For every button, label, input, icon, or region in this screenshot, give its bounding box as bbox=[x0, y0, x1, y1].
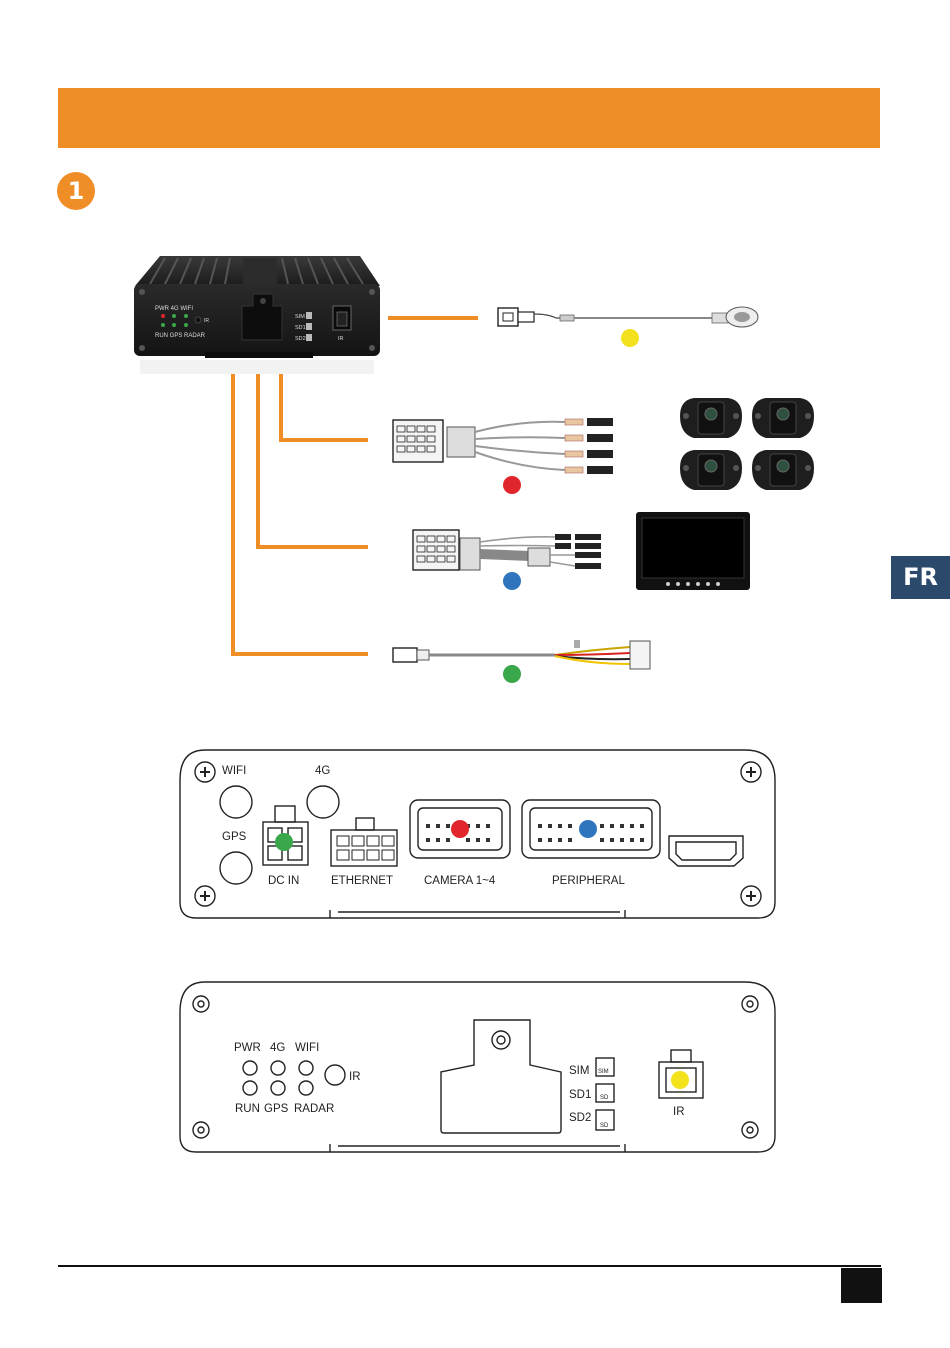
blue-marker-peripheral-harness bbox=[503, 572, 521, 590]
label-gps-led: GPS bbox=[264, 1103, 289, 1115]
label-ir-port: IR bbox=[673, 1106, 685, 1118]
camera-harness bbox=[393, 418, 613, 474]
rear-panel-drawing bbox=[180, 750, 775, 918]
label-wifi-led: WIFI bbox=[295, 1042, 319, 1054]
page-number-box bbox=[841, 1268, 882, 1303]
red-marker-camera-port bbox=[451, 820, 469, 838]
label-camera: CAMERA 1~4 bbox=[424, 875, 496, 887]
red-marker-camera-harness bbox=[503, 476, 521, 494]
ir-cable bbox=[498, 307, 758, 327]
front-panel-drawing bbox=[180, 982, 775, 1152]
rear-panel-labels: WIFI 4G GPS DC IN ETHERNET CAMERA 1~4 PE… bbox=[222, 765, 625, 887]
photo-ir-port-label: IR bbox=[338, 336, 344, 342]
front-panel-labels: PWR 4G WIFI RUN GPS RADAR IR SIM SD1 SD2… bbox=[234, 1042, 685, 1129]
label-sd2: SD2 bbox=[569, 1112, 591, 1124]
label-peripheral: PERIPHERAL bbox=[552, 875, 625, 887]
yellow-marker-ir-port bbox=[671, 1071, 689, 1089]
photo-slot-sim: SIM bbox=[295, 314, 305, 320]
label-radar: RADAR bbox=[294, 1103, 334, 1115]
peripheral-harness bbox=[413, 530, 601, 570]
label-run: RUN bbox=[235, 1103, 260, 1115]
label-ir-led: IR bbox=[349, 1071, 361, 1083]
power-cable bbox=[393, 640, 650, 669]
dvr-unit-photo: PWR 4G WIFI IR RUN GPS RADAR SIM SD1 SD2… bbox=[134, 256, 380, 374]
label-gps: GPS bbox=[222, 831, 247, 843]
photo-led-labels-bottom: RUN GPS RADAR bbox=[155, 333, 206, 339]
label-pwr: PWR bbox=[234, 1042, 261, 1054]
yellow-marker-ir-cable bbox=[621, 329, 639, 347]
label-wifi: WIFI bbox=[222, 765, 246, 777]
green-marker-dc-in bbox=[275, 833, 293, 851]
monitor bbox=[636, 512, 750, 590]
photo-slot-sd2: SD2 bbox=[295, 336, 306, 342]
cameras-group bbox=[680, 398, 814, 490]
label-4g: 4G bbox=[315, 765, 330, 777]
blue-marker-peripheral-port bbox=[579, 820, 597, 838]
icon-sd2-text: SD bbox=[600, 1123, 609, 1129]
label-ethernet: ETHERNET bbox=[331, 875, 393, 887]
photo-slot-sd1: SD1 bbox=[295, 325, 306, 331]
photo-led-labels-top: PWR 4G WIFI bbox=[155, 306, 193, 312]
icon-sd1-text: SD bbox=[600, 1095, 609, 1101]
green-marker-power-cable bbox=[503, 665, 521, 683]
label-sim: SIM bbox=[569, 1065, 589, 1077]
photo-ir-label: IR bbox=[204, 318, 209, 324]
label-4g-led: 4G bbox=[270, 1042, 285, 1054]
icon-sim-text: SIM bbox=[598, 1069, 609, 1075]
label-sd1: SD1 bbox=[569, 1089, 591, 1101]
footer-rule bbox=[58, 1265, 881, 1267]
label-dc-in: DC IN bbox=[268, 875, 299, 887]
